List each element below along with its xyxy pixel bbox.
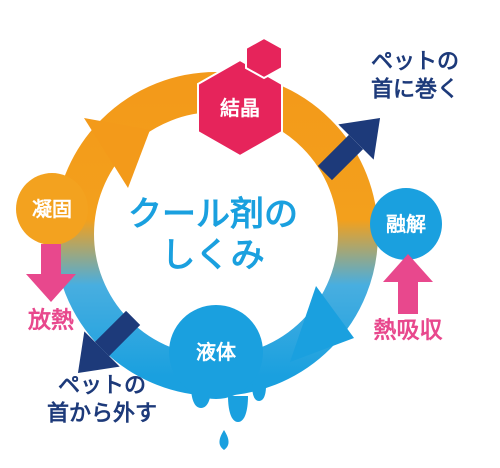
center-title-line2: しくみ: [161, 236, 265, 276]
liquid-node: [169, 305, 266, 450]
crystal-small-hexagon: [245, 36, 283, 80]
remove-neck-arrow: [77, 310, 141, 374]
remove-neck-text: ペットの 首から外す: [47, 373, 157, 428]
liquid-drop: [238, 402, 246, 416]
heat-release-arrow: [26, 244, 76, 302]
liquid-drip: [191, 386, 211, 408]
liquid-circle: [169, 305, 263, 399]
freezing-label: 凝固: [32, 197, 72, 221]
center-title: クール剤の しくみ: [128, 195, 298, 278]
liquid-drip: [252, 384, 266, 401]
liquid-drop: [219, 430, 229, 450]
wrap-neck-line1: ペットの: [370, 49, 460, 75]
cycle-arrowhead-top: [84, 118, 150, 188]
cycle-arrowhead-bottom: [290, 286, 354, 362]
wrap-neck-text: ペットの 首に巻く: [371, 49, 459, 104]
wrap-neck-arrow: [317, 117, 381, 181]
center-title-line1: クール剤の: [128, 194, 298, 235]
heat-absorption-arrow: [383, 254, 433, 314]
liquid-label: 液体: [196, 340, 236, 364]
freezing-node: [16, 173, 88, 245]
wrap-neck-line2: 首に巻く: [370, 77, 460, 102]
liquid-drip: [228, 396, 248, 422]
remove-neck-line1: ペットの: [57, 373, 147, 399]
crystal-label: 結晶: [220, 96, 260, 120]
remove-neck-line2: 首から外す: [46, 401, 158, 426]
melting-label: 融解: [386, 212, 426, 236]
crystal-hexagon: [197, 58, 283, 158]
melting-node: [370, 188, 442, 260]
crystal-node: [197, 36, 283, 158]
heat-absorption-text: 熱吸収: [373, 317, 443, 344]
heat-release-text: 放熱: [28, 307, 74, 334]
